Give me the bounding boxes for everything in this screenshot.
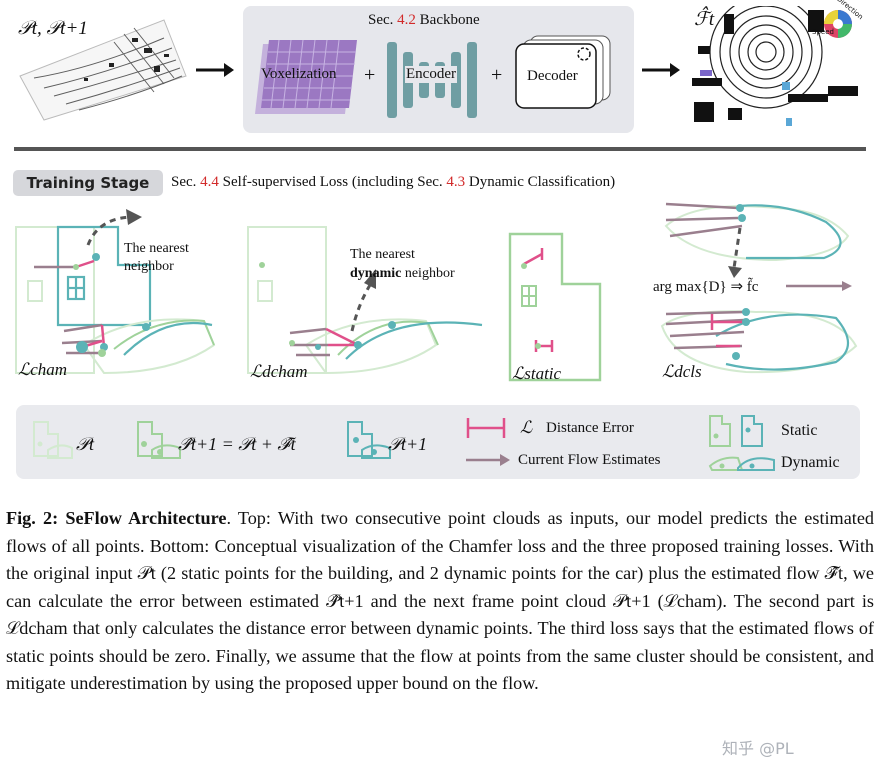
caption-fig-number: Fig. 2: [6,508,59,528]
loss-dcls-label: ℒdcls [662,362,702,381]
legend-pt-label: 𝒫t [76,434,94,454]
decoder-block [514,34,614,114]
plus-1: + [364,64,376,86]
panel-static [506,228,606,384]
input-label: 𝒫t, 𝒫t+1 [18,18,88,39]
nearest-dyn-line-2: dynamic neighbor [350,264,455,283]
plus-2: + [491,64,503,86]
loss-cham-label: ℒcham [18,360,68,379]
legend-panel [16,405,860,479]
point-cloud-sketch [19,19,187,121]
output-label: ℱ̂t [694,9,715,30]
watermark: 知乎 @PL [722,739,794,758]
legend-dynamic-label: Dynamic [781,454,840,471]
legend-flow-label: Current Flow Estimates [518,452,661,468]
legend-static-label: Static [781,422,818,439]
figure-caption: Fig. 2: SeFlow Architecture. Top: With t… [6,505,874,698]
wheel-label-speed: Speed [812,28,834,36]
encoder-label: Encoder [405,66,457,83]
nearest-dyn-line-1: The nearest [350,247,415,262]
legend-distance-symbol: ℒ [520,418,533,437]
nearest-line-1: The nearest [124,241,189,256]
loss-dcham-label: ℒdcham [250,362,308,381]
argmax-formula: arg max{D} ⇒ f̃c [653,279,759,295]
voxel-grid [249,38,361,120]
panel-dcls [656,196,866,386]
voxelization-label: Voxelization [261,66,337,82]
decoder-label: Decoder [527,68,578,84]
section-divider [14,147,866,151]
panel-cham [14,205,229,385]
input-point-cloud [14,8,189,123]
nearest-line-2: neighbor [124,259,174,274]
legend-distance-label: Distance Error [546,420,634,436]
legend-phat-label: 𝒫̂t+1 = 𝒫t + ℱ̂t [178,434,296,454]
legend-pt1-label: 𝒫t+1 [388,434,428,454]
flow-output-image [688,6,860,130]
training-subtitle: Sec. 4.4 Self-supervised Loss (including… [171,174,616,190]
nearest-neighbor-label: The nearest neighbor [124,240,189,276]
training-stage-badge: Training Stage [13,170,163,196]
panel-dcham [246,205,486,385]
nearest-dynamic-label: The nearest dynamic neighbor [350,245,455,283]
caption-title: SeFlow Architecture [65,508,227,528]
caption-body: . Top: With two consecutive point clouds… [6,508,874,693]
neighbor-word: neighbor [404,266,455,281]
backbone-title: Sec. 4.2 Backbone [368,12,480,28]
loss-static-label: ℒstatic [512,364,562,383]
dynamic-word: dynamic [350,266,402,281]
